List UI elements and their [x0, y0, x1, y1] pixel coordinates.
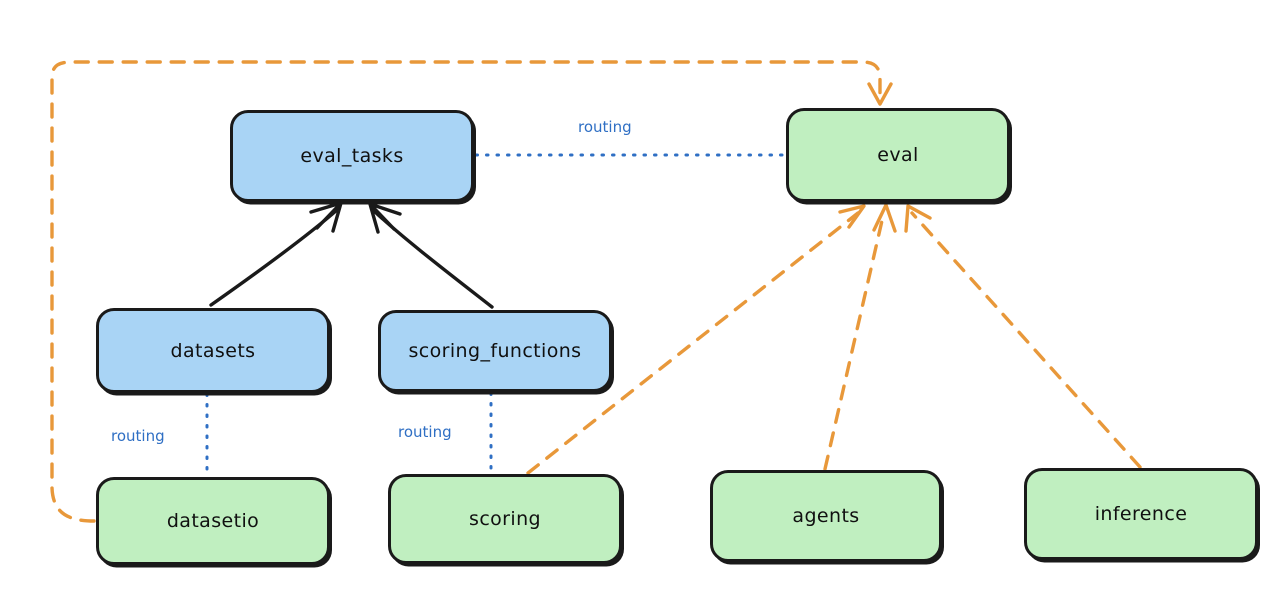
- node-label: eval: [877, 144, 919, 166]
- node-label: agents: [792, 505, 860, 527]
- node-label: eval_tasks: [300, 145, 404, 167]
- node-datasets[interactable]: datasets: [96, 308, 330, 393]
- edge-scoring_functions-to-eval_tasks: [368, 202, 494, 309]
- node-datasetio[interactable]: datasetio: [96, 477, 330, 565]
- node-label: inference: [1094, 503, 1188, 525]
- edge-inference-to-eval: [904, 204, 1142, 469]
- edge-label-routing-datasets: routing: [111, 427, 165, 445]
- edge-agents-to-eval: [823, 203, 897, 471]
- node-eval-tasks[interactable]: eval_tasks: [230, 110, 474, 202]
- edge-datasetio-to-eval: [50, 60, 893, 523]
- node-scoring-functions[interactable]: scoring_functions: [378, 310, 612, 392]
- node-label: datasets: [170, 339, 256, 362]
- edge-scoring-to-eval: [526, 204, 866, 475]
- node-eval[interactable]: eval: [786, 108, 1010, 202]
- node-inference[interactable]: inference: [1024, 468, 1258, 560]
- edge-label-routing-eval-tasks: routing: [578, 118, 632, 136]
- node-label: datasetio: [166, 510, 260, 532]
- node-agents[interactable]: agents: [710, 470, 942, 562]
- node-label: scoring: [469, 508, 541, 530]
- edge-label-routing-scoring-functions: routing: [398, 423, 452, 441]
- node-label: scoring_functions: [408, 340, 582, 362]
- node-scoring[interactable]: scoring: [388, 474, 622, 564]
- edge-datasets-to-eval_tasks: [209, 201, 343, 307]
